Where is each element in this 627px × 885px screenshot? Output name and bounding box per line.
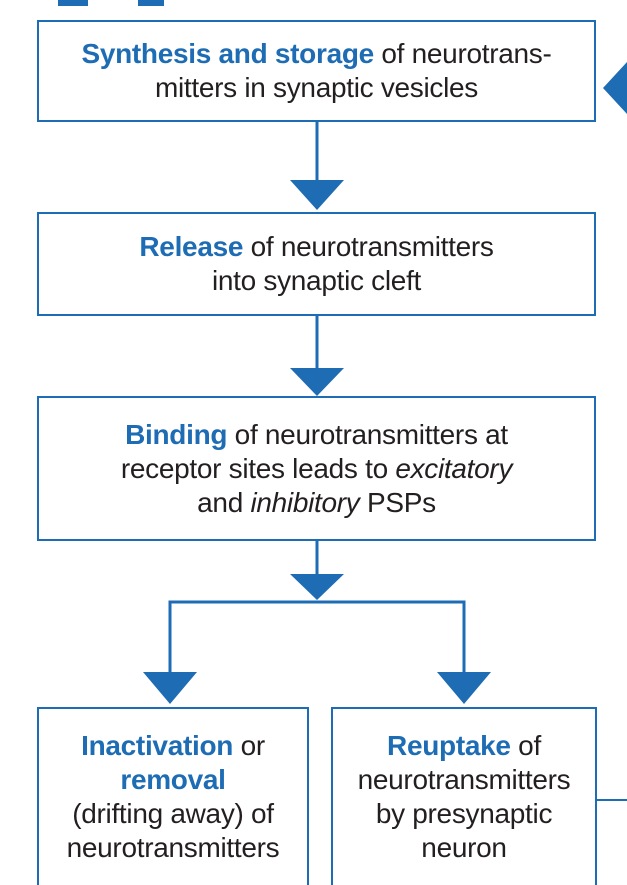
box-line: receptor sites leads to excitatory [120, 452, 513, 486]
box-line: Inactivation or [67, 729, 280, 763]
box-text: neurotransmitters [357, 764, 571, 795]
binding-heading: Binding [125, 418, 228, 450]
box-text-italic: excitatory [395, 452, 513, 484]
cropped-heading-fragment [58, 0, 88, 6]
arrowhead-down [143, 672, 197, 704]
arrowhead-down [290, 574, 344, 600]
removal-heading: removal [120, 764, 226, 795]
release-heading: Release [139, 231, 244, 262]
box-text: or [233, 730, 266, 761]
box-line: and inhibitory PSPs [121, 486, 512, 520]
synthesis-heading: Synthesis and storage [81, 38, 374, 69]
box-line: Release of neurotransmitters [139, 230, 494, 264]
box-text: into synaptic cleft [211, 265, 422, 296]
box-text: neuron [421, 832, 507, 863]
box-line: Synthesis and storage of neurotrans- [81, 37, 551, 71]
box-text: of neurotrans- [373, 38, 552, 69]
box-text: PSPs [359, 486, 436, 518]
reuptake-box: Reuptake of neurotransmitters by presyna… [331, 707, 597, 885]
box-text: of [510, 730, 541, 761]
box-line: Binding of neurotransmitters at [121, 418, 512, 452]
arrowhead-down [290, 180, 344, 210]
arrowhead-down [437, 672, 491, 704]
box-text: receptor sites leads to [120, 452, 396, 484]
box-text: neurotransmitters [66, 832, 280, 863]
inactivation-box: Inactivation or removal (drifting away) … [37, 707, 309, 885]
synthesis-storage-box: Synthesis and storage of neurotrans- mit… [37, 20, 596, 122]
reuptake-heading: Reuptake [387, 730, 511, 761]
box-text-italic: inhibitory [250, 486, 360, 518]
release-box: Release of neurotransmitters into synapt… [37, 212, 596, 316]
feedback-arrowhead [603, 62, 627, 114]
box-text: mitters in synaptic vesicles [154, 72, 479, 103]
box-text: and [197, 486, 251, 518]
box-text: by presynaptic [375, 798, 553, 829]
binding-box: Binding of neurotransmitters at receptor… [37, 396, 596, 541]
box-text: of neurotransmitters at [227, 418, 509, 450]
box-text: (drifting away) of [72, 798, 274, 829]
arrowhead-down [290, 368, 344, 396]
box-line: Reuptake of [358, 729, 571, 763]
inactivation-heading: Inactivation [81, 730, 234, 761]
cropped-heading-fragment [138, 0, 164, 6]
box-text: of neurotransmitters [243, 231, 494, 262]
split-connector [168, 600, 466, 675]
